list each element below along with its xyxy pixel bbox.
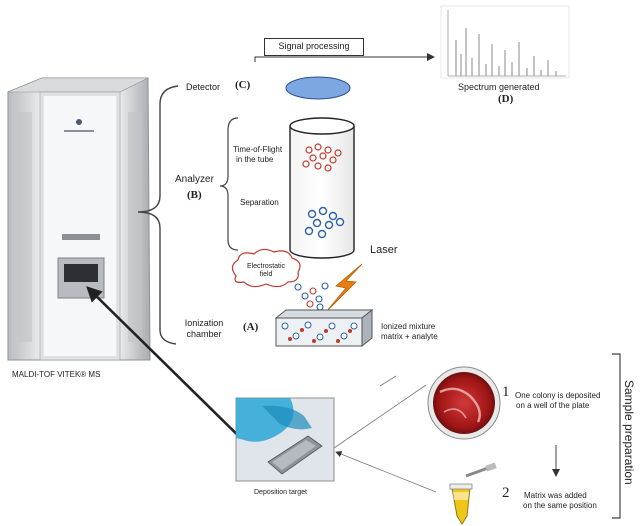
analyzer-label: Analyzer bbox=[175, 174, 214, 185]
laser-label: Laser bbox=[370, 244, 398, 256]
step2-text-b: on the same position bbox=[523, 501, 597, 510]
loading-arrow bbox=[86, 286, 259, 456]
electrostatic-cloud bbox=[231, 248, 301, 288]
in-the-tube-label: in the tube bbox=[236, 155, 274, 164]
step1-number: 1 bbox=[502, 384, 510, 400]
blue-ions-lower bbox=[304, 206, 345, 239]
detector-label: Detector bbox=[186, 82, 221, 92]
spectrum-label: Spectrum generated bbox=[458, 82, 540, 92]
ionization-chamber-label: Ionization chamber bbox=[184, 318, 224, 339]
analyzer-letter: (B) bbox=[187, 189, 202, 201]
link-line-tube bbox=[335, 451, 437, 493]
rising-ions bbox=[294, 282, 329, 311]
ionized-mixture-label: Ionized mixture bbox=[381, 322, 436, 331]
ionization-letter: (A) bbox=[243, 321, 259, 333]
step2-text-a: Matrix was added bbox=[524, 491, 587, 500]
signal-processing-label: Signal processing bbox=[278, 41, 350, 51]
maldi-tof-instrument bbox=[7, 77, 151, 361]
link-line-plate bbox=[333, 384, 427, 449]
sample-preparation-label: Sample preparation bbox=[622, 380, 636, 485]
spectrum-letter: (D) bbox=[498, 93, 514, 105]
deposition-target-label: Deposition target bbox=[254, 489, 307, 496]
detector-disc bbox=[285, 76, 351, 100]
deposition-target-photo bbox=[235, 397, 335, 482]
matrix-analyte-label: matrix + analyte bbox=[381, 332, 438, 341]
sample-prep-bracket bbox=[612, 353, 621, 519]
matrix-tube bbox=[449, 462, 497, 525]
tube-brace bbox=[219, 117, 239, 251]
step2-number: 2 bbox=[502, 485, 510, 501]
petri-dish bbox=[427, 366, 501, 440]
instrument-label: MALDI-TOF VITEK® MS bbox=[12, 370, 101, 379]
tick-line bbox=[379, 375, 397, 387]
signal-arrow bbox=[254, 53, 435, 62]
sample-block bbox=[274, 308, 374, 348]
red-ions-upper bbox=[302, 143, 342, 172]
step1-text-a: One colony is deposited bbox=[515, 391, 601, 400]
time-of-flight-label: Time-of-Flight bbox=[233, 145, 283, 154]
big-brace bbox=[137, 85, 179, 345]
separation-label: Separation bbox=[240, 198, 279, 207]
signal-processing-box: Signal processing bbox=[264, 38, 364, 56]
electrostatic-field-label: Electrostatic field bbox=[246, 263, 286, 278]
laser-bolt bbox=[325, 263, 363, 313]
spectrum-plot bbox=[440, 5, 570, 79]
step1-text-b: on a well of the plate bbox=[516, 401, 590, 410]
detector-letter: (C) bbox=[235, 79, 251, 91]
sample-block-particles bbox=[281, 321, 358, 343]
